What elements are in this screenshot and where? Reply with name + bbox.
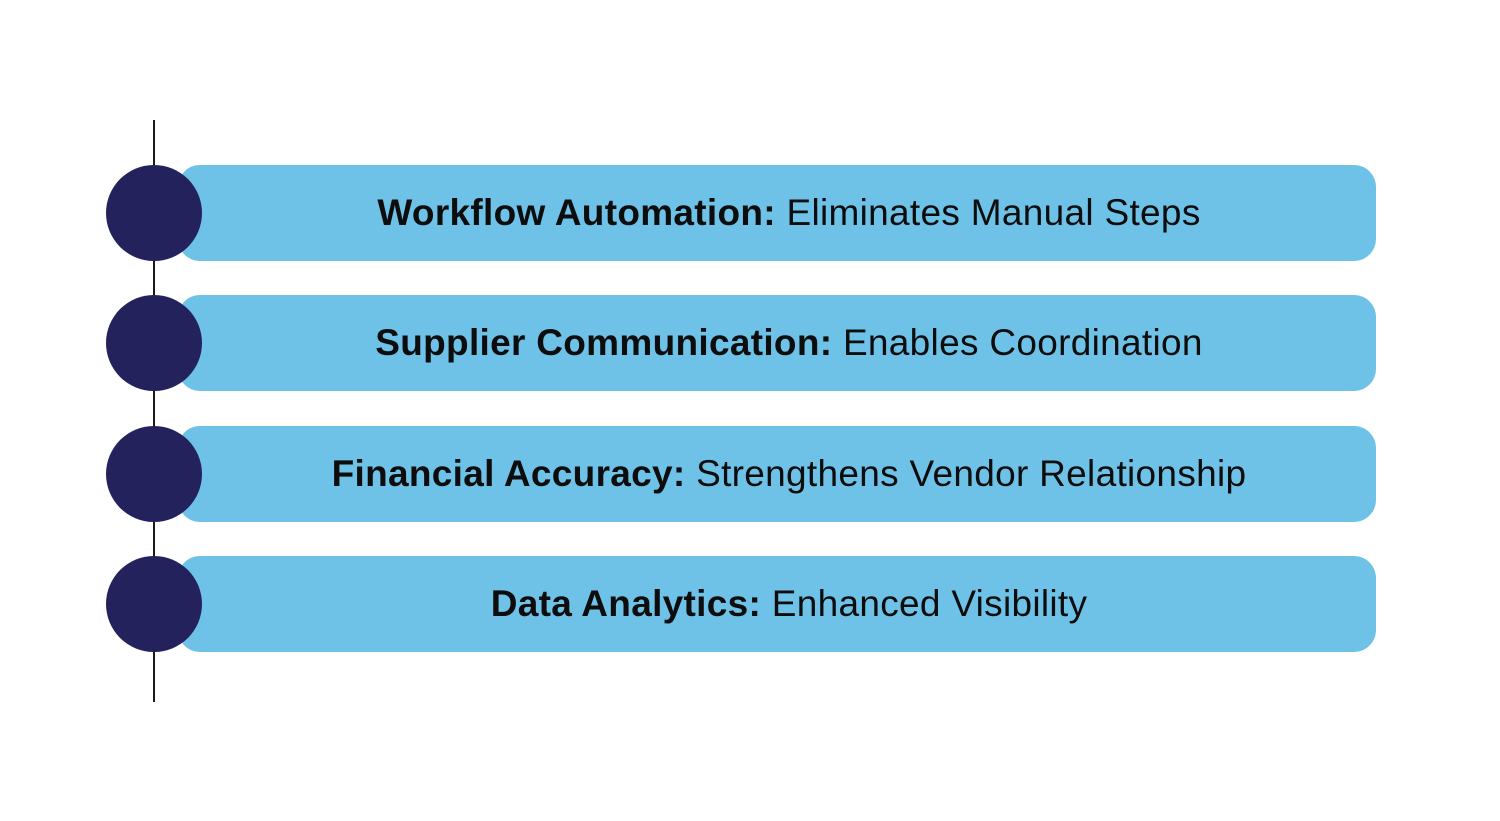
step-text: Workflow Automation: Eliminates Manual S… [377,192,1200,234]
timeline-step: Workflow Automation: Eliminates Manual S… [106,165,1376,261]
step-text: Financial Accuracy: Strengthens Vendor R… [332,453,1247,495]
step-marker-circle [106,165,202,261]
step-description: Strengthens Vendor Relationship [696,453,1247,494]
step-title: Financial Accuracy: [331,453,697,494]
step-bar: Financial Accuracy: Strengthens Vendor R… [178,426,1376,522]
step-description: Enhanced Visibility [771,583,1088,624]
step-bar: Data Analytics: Enhanced Visibility [178,556,1376,652]
step-bar: Workflow Automation: Eliminates Manual S… [178,165,1376,261]
timeline-step: Financial Accuracy: Strengthens Vendor R… [106,426,1376,522]
timeline-step: Supplier Communication: Enables Coordina… [106,295,1376,391]
step-title: Supplier Communication: [375,322,843,363]
timeline-step: Data Analytics: Enhanced Visibility [106,556,1376,652]
step-title: Workflow Automation: [377,192,787,233]
step-bar: Supplier Communication: Enables Coordina… [178,295,1376,391]
step-text: Supplier Communication: Enables Coordina… [375,322,1202,364]
step-description: Enables Coordination [842,322,1203,363]
step-text: Data Analytics: Enhanced Visibility [491,583,1088,625]
step-marker-circle [106,295,202,391]
step-marker-circle [106,426,202,522]
timeline-line [153,120,155,702]
step-marker-circle [106,556,202,652]
step-title: Data Analytics: [490,583,772,624]
step-description: Eliminates Manual Steps [786,192,1201,233]
